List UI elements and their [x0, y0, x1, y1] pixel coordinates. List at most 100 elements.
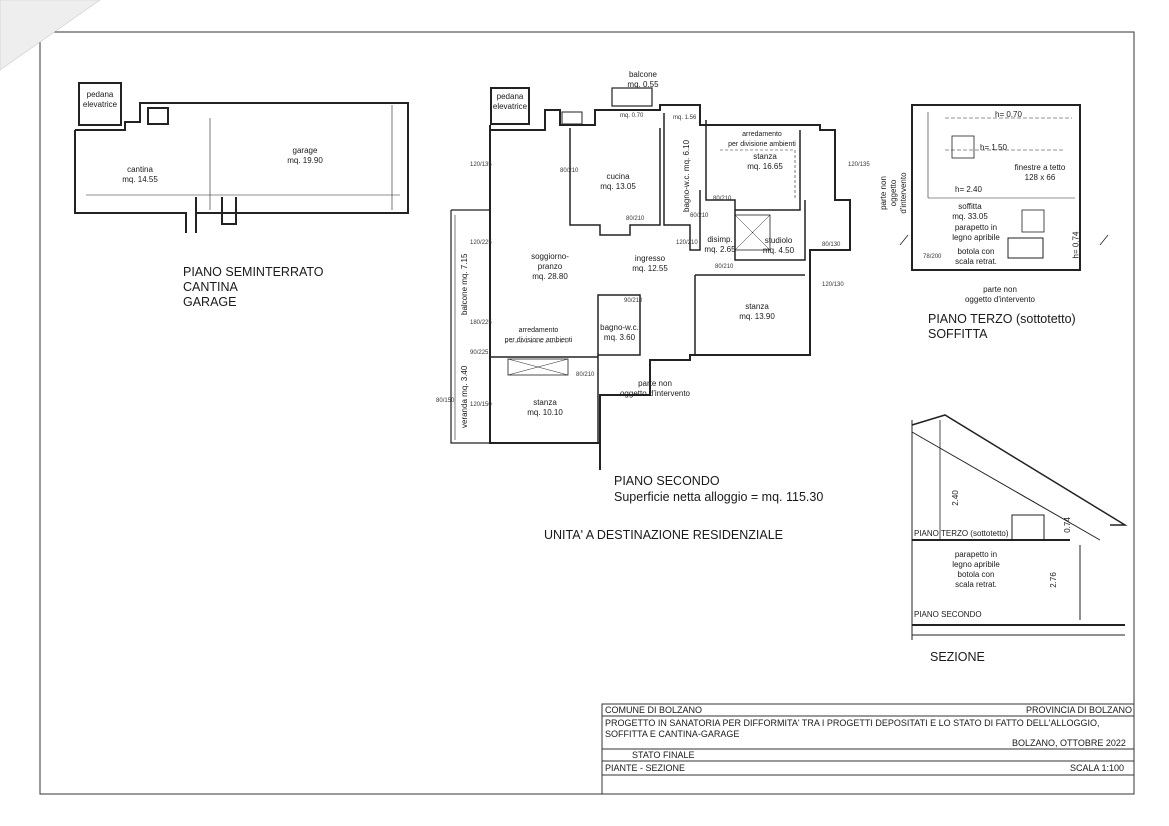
dim-mark: 180/225: [470, 320, 492, 326]
section-label-botola: botola con scala retrat.: [946, 570, 1006, 590]
room-label-bagno-top: bagno-w.c. mq. 6.10: [682, 140, 692, 212]
title-line: SOFFITTA: [928, 327, 988, 341]
room-name: ingresso: [634, 254, 666, 263]
residential-caption: UNITA' A DESTINAZIONE RESIDENZIALE: [544, 528, 784, 542]
dim-mark: mq. 1.56: [673, 115, 697, 121]
dim-mark: 80/210: [560, 168, 579, 174]
dim-mark: 80/210: [626, 216, 645, 222]
room-label-arredamento-top: arredamento per divisione ambienti: [722, 130, 802, 150]
room-area: mq. 28.80: [532, 272, 568, 281]
room-area: mq. 10.10: [527, 408, 563, 417]
dim-mark: 80/130: [822, 242, 841, 248]
room-name: arredamento: [518, 327, 559, 334]
attic-label-line: mq. 33.05: [952, 212, 988, 221]
title-block-project-2: SOFFITTA E CANTINA-GARAGE: [605, 729, 740, 739]
room-label-balcone-side: balcone mq. 7.15: [460, 254, 470, 315]
room-label-soggiorno: soggiorno- pranzo mq. 28.80: [520, 252, 580, 282]
section-title: SEZIONE: [930, 650, 985, 664]
room-area: mq. 3.60: [603, 333, 636, 342]
title-block-frame: [601, 703, 1135, 795]
attic-label-line: scala retrat.: [955, 257, 997, 266]
attic-label-line: legno apribile: [952, 233, 1000, 242]
room-area: mq. 6.10: [682, 139, 691, 172]
attic-label-line: oggetto: [889, 179, 898, 207]
dim-mark: 80/210: [576, 372, 595, 378]
room-label-stanza-top: stanza mq. 16.65: [740, 152, 790, 172]
section-dim-074: 0.74: [1062, 517, 1072, 533]
dim-mark: 120/225: [470, 240, 492, 246]
room-area: mq. 13.05: [600, 182, 636, 191]
dim-mark: 90/210: [624, 298, 643, 304]
room-label-stanza-right: stanza mq. 13.90: [732, 302, 782, 322]
second-floor-title: PIANO SECONDO: [614, 474, 720, 488]
attic-label-parapetto: parapetto in legno apribile: [946, 223, 1006, 243]
room-area: mq. 12.55: [632, 264, 668, 273]
room-area: mq. 16.65: [747, 162, 783, 171]
section-label-line: scala retrat.: [955, 580, 997, 589]
room-name: balcone: [460, 286, 469, 315]
attic-label-h074: h= 0.74: [1071, 231, 1081, 259]
title-block-provincia: PROVINCIA DI BOLZANO: [1026, 705, 1133, 715]
third-floor-title: PIANO TERZO (sottotetto) SOFFITTA: [928, 312, 1076, 342]
attic-label-line: finestre a tetto: [1014, 163, 1066, 172]
dim-mark: 120/130: [822, 282, 844, 288]
title-block-comune: COMUNE DI BOLZANO: [605, 705, 703, 715]
attic-label-line: parapetto in: [954, 223, 998, 232]
basement-title: PIANO SEMINTERRATO CANTINA GARAGE: [183, 265, 324, 310]
room-area: mq. 13.90: [739, 312, 775, 321]
attic-label-parte-non: parte non oggetto d'intervento: [955, 285, 1045, 305]
room-name: arredamento: [742, 131, 782, 138]
attic-label-finestre: finestre a tetto 128 x 66: [1010, 163, 1070, 183]
dim-mark: 80/210: [715, 264, 734, 270]
title-block-stato: STATO FINALE: [632, 750, 695, 760]
attic-label-soffitta: soffitta mq. 33.05: [945, 202, 995, 222]
attic-label-line: parte non: [983, 285, 1017, 294]
basement-plan: [74, 82, 409, 233]
attic-label-line: d'intervento: [899, 172, 908, 214]
room-area: mq. 4.50: [762, 246, 795, 255]
room-name: stanza: [753, 152, 777, 161]
attic-label-line: soffitta: [958, 202, 982, 211]
section-label-terzo: PIANO TERZO (sottotetto): [914, 529, 1009, 538]
sheet-border: [39, 31, 1135, 795]
room-name: disimp.: [707, 235, 733, 244]
title-line: PIANO SEMINTERRATO: [183, 265, 324, 279]
room-label-parte-non: parte non oggetto d'intervento: [610, 379, 700, 399]
dim-mark: 80/150: [436, 398, 455, 404]
room-label-arredamento-left: arredamento per divisione ambienti: [496, 326, 581, 346]
attic-label-parte-non-side: parte non oggetto d'intervento: [879, 163, 909, 223]
room-note: per divisione ambienti: [728, 141, 796, 148]
room-label-pedana: pedana elevatrice: [79, 90, 121, 110]
room-label-cantina: cantina mq. 14.55: [110, 165, 170, 185]
room-label-stanza-bottom: stanza mq. 10.10: [520, 398, 570, 418]
title-line: GARAGE: [183, 295, 237, 309]
dim-mark: 60/210: [690, 213, 709, 219]
room-name: studiolo: [764, 236, 793, 245]
dim-mark: 120/210: [676, 240, 698, 246]
attic-label-line: 128 x 66: [1024, 173, 1056, 182]
attic-label-h150: h= 1.50: [980, 143, 1007, 152]
room-area: mq. 0.55: [627, 80, 659, 89]
section-label-line: botola con: [957, 570, 995, 579]
attic-label-botola: botola con scala retrat.: [946, 247, 1006, 267]
room-name: parte non: [638, 379, 672, 388]
title-block-project-1: PROGETTO IN SANATORIA PER DIFFORMITA' TR…: [605, 718, 1100, 728]
room-name: garage: [292, 146, 318, 155]
title-block-scale: SCALA 1:100: [1070, 763, 1125, 773]
attic-label-line: oggetto d'intervento: [964, 295, 1036, 304]
third-floor-plan: [899, 104, 1109, 271]
dim-mark: 120/135: [470, 162, 492, 168]
section-label-line: parapetto in: [954, 550, 998, 559]
dim-mark: 120/150: [470, 402, 492, 408]
room-name: stanza: [533, 398, 557, 407]
room-area: mq. 19.90: [287, 156, 323, 165]
room-area: mq. 2.65: [704, 245, 736, 254]
room-label-ingresso: ingresso mq. 12.55: [620, 254, 680, 274]
dim-mark: mq. 0.70: [620, 113, 644, 119]
room-name: elevatrice: [492, 102, 528, 111]
room-name: pedana: [496, 92, 524, 101]
room-area: elevatrice: [82, 100, 118, 109]
room-name: veranda: [460, 399, 469, 428]
room-area: mq. 3.40: [460, 365, 469, 397]
